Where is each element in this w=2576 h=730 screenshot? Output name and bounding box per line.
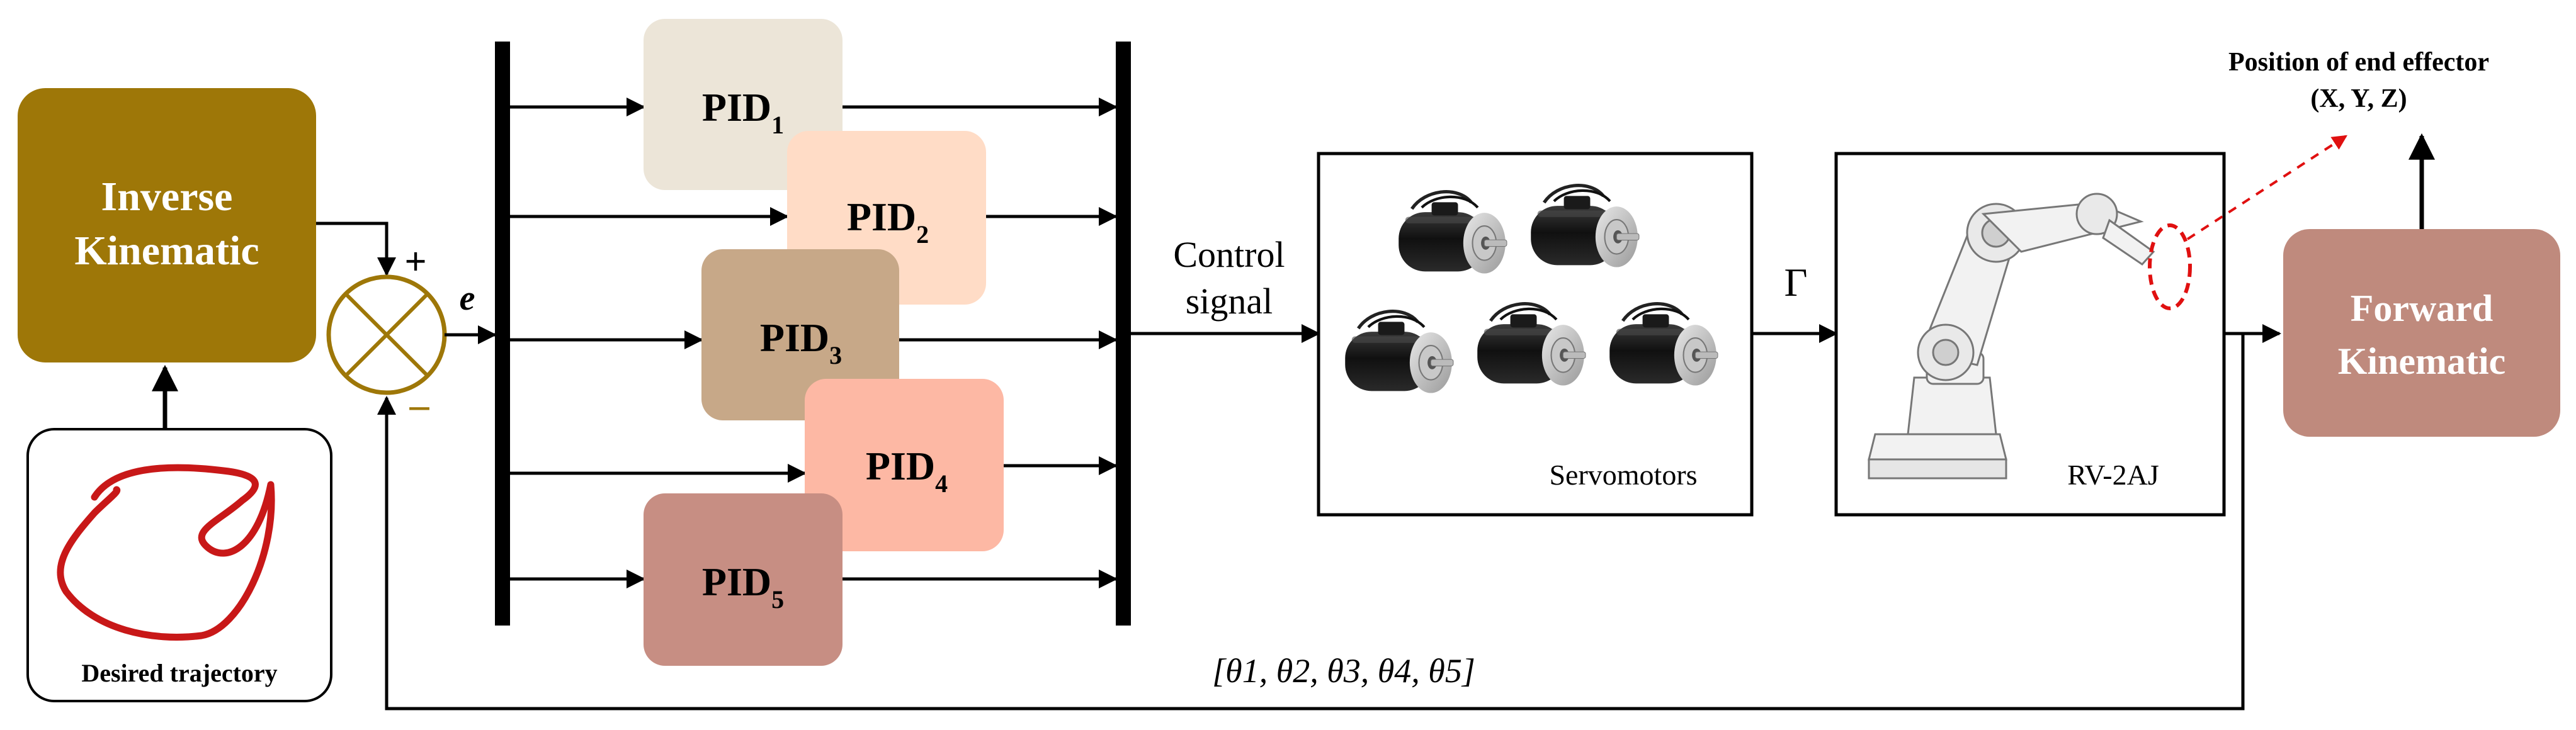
pid-block-3: PID3 bbox=[701, 249, 899, 420]
summing-plus-sign: + bbox=[404, 240, 426, 283]
pid1-label: PID1 bbox=[702, 85, 784, 139]
summing-cross-b bbox=[344, 292, 429, 378]
forward-kinematic-line2: Kinematic bbox=[2338, 340, 2506, 382]
end-effector-highlight bbox=[2148, 223, 2192, 310]
inverse-kinematic-block: Inverse Kinematic bbox=[18, 88, 316, 362]
feedback-path bbox=[377, 334, 2245, 710]
forward-kinematic-box bbox=[2283, 229, 2560, 437]
forward-kinematic-line1: Forward bbox=[2351, 288, 2494, 329]
pid-block-4: PID4 bbox=[805, 379, 1004, 551]
robot-block: RV-2AJ bbox=[1834, 152, 2226, 517]
end-effector-label-line1: Position of end effector bbox=[2228, 48, 2489, 77]
inverse-kinematic-line1: Inverse bbox=[101, 174, 233, 220]
pid5-label: PID5 bbox=[702, 559, 784, 614]
pid4-box bbox=[805, 379, 1004, 551]
robot-arm-icon bbox=[1868, 193, 2155, 480]
pid5-box bbox=[644, 493, 843, 666]
control-signal-line1: Control bbox=[1173, 234, 1285, 275]
right-collection-bar bbox=[1116, 42, 1131, 626]
pid3-label: PID3 bbox=[760, 315, 842, 369]
control-signal-line2: signal bbox=[1186, 281, 1273, 322]
desired-trajectory-label: Desired trajectory bbox=[81, 659, 277, 687]
forward-kinematic-block: Forward Kinematic bbox=[2283, 229, 2560, 437]
summing-junction: + – bbox=[326, 240, 447, 427]
inverse-kinematic-box bbox=[18, 88, 316, 362]
inverse-kinematic-line2: Kinematic bbox=[74, 228, 259, 274]
servomotors-block: Servomotors bbox=[1317, 152, 1754, 517]
arrow-ik-to-sum bbox=[316, 222, 396, 276]
error-label: e bbox=[460, 279, 475, 318]
joint-angles-feedback-label: [θ1, θ2, θ3, θ4, θ5] bbox=[1212, 652, 1475, 690]
trajectory-curve bbox=[57, 464, 275, 641]
summing-minus-sign: – bbox=[409, 384, 430, 427]
pid4-label: PID4 bbox=[866, 444, 948, 498]
torque-gamma-label: Γ bbox=[1784, 260, 1808, 305]
end-effector-label-line2: (X, Y, Z) bbox=[2310, 84, 2407, 113]
robot-model-label: RV-2AJ bbox=[2067, 459, 2159, 491]
left-distribution-bar bbox=[495, 42, 510, 626]
servomotors-label: Servomotors bbox=[1549, 459, 1697, 491]
desired-trajectory-block: Desired trajectory bbox=[26, 428, 332, 702]
desired-trajectory-box bbox=[26, 428, 332, 702]
pid2-label: PID2 bbox=[847, 194, 929, 249]
pid3-box bbox=[701, 249, 899, 420]
pid-block-5: PID5 bbox=[644, 493, 843, 666]
